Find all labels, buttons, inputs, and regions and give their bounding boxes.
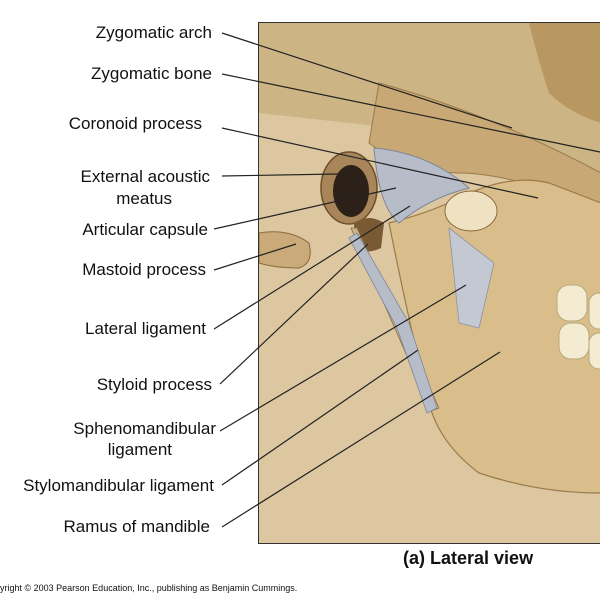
leader-styloid-process	[219, 243, 369, 385]
stylomandibular-ligament-shape	[348, 232, 438, 414]
label-lateral-ligament: Lateral ligament	[85, 319, 206, 338]
molar-teeth	[556, 284, 600, 370]
mandibular-notch	[444, 190, 498, 232]
caption-view-name: Lateral view	[430, 548, 534, 568]
leader-articular-capsule	[213, 187, 397, 230]
label-sphenomandibular-line2: ligament	[107, 440, 172, 459]
label-stylomandibular-ligament: Stylomandibular ligament	[23, 476, 214, 495]
label-ramus-of-mandible: Ramus of mandible	[63, 517, 210, 536]
figure-caption: (a) Lateral view	[403, 548, 533, 569]
label-external-acoustic-meatus-line1: External acoustic	[80, 167, 210, 186]
leader-external-acoustic-meatus	[221, 173, 339, 177]
leader-lateral-ligament	[213, 205, 411, 330]
zygomatic-bone-shape	[529, 23, 600, 123]
label-zygomatic-arch: Zygomatic arch	[95, 23, 212, 42]
anatomy-illustration-panel	[258, 22, 600, 544]
leader-ramus-of-mandible	[221, 351, 501, 528]
caption-panel-letter: (a)	[403, 548, 425, 568]
meatus-opening	[333, 165, 369, 217]
label-coronoid-process: Coronoid process	[68, 114, 202, 133]
leader-zygomatic-arch	[221, 32, 513, 129]
label-styloid-process: Styloid process	[96, 375, 212, 394]
leader-zygomatic-bone	[221, 73, 600, 153]
label-articular-capsule: Articular capsule	[82, 220, 208, 239]
label-mastoid-process: Mastoid process	[82, 260, 206, 279]
label-external-acoustic-meatus-line2: meatus	[116, 189, 172, 208]
label-sphenomandibular-line1: Sphenomandibular	[73, 419, 216, 438]
leader-sphenomandibular-ligament	[219, 284, 467, 432]
leader-coronoid-process	[221, 127, 539, 199]
leader-stylomandibular-ligament	[221, 349, 419, 486]
leader-mastoid-process	[213, 243, 297, 271]
copyright-notice: yright © 2003 Pearson Education, Inc., p…	[0, 583, 298, 593]
label-zygomatic-bone: Zygomatic bone	[91, 64, 212, 83]
mastoid-process-shape	[259, 231, 311, 269]
tmj-lateral-illustration	[259, 23, 600, 543]
